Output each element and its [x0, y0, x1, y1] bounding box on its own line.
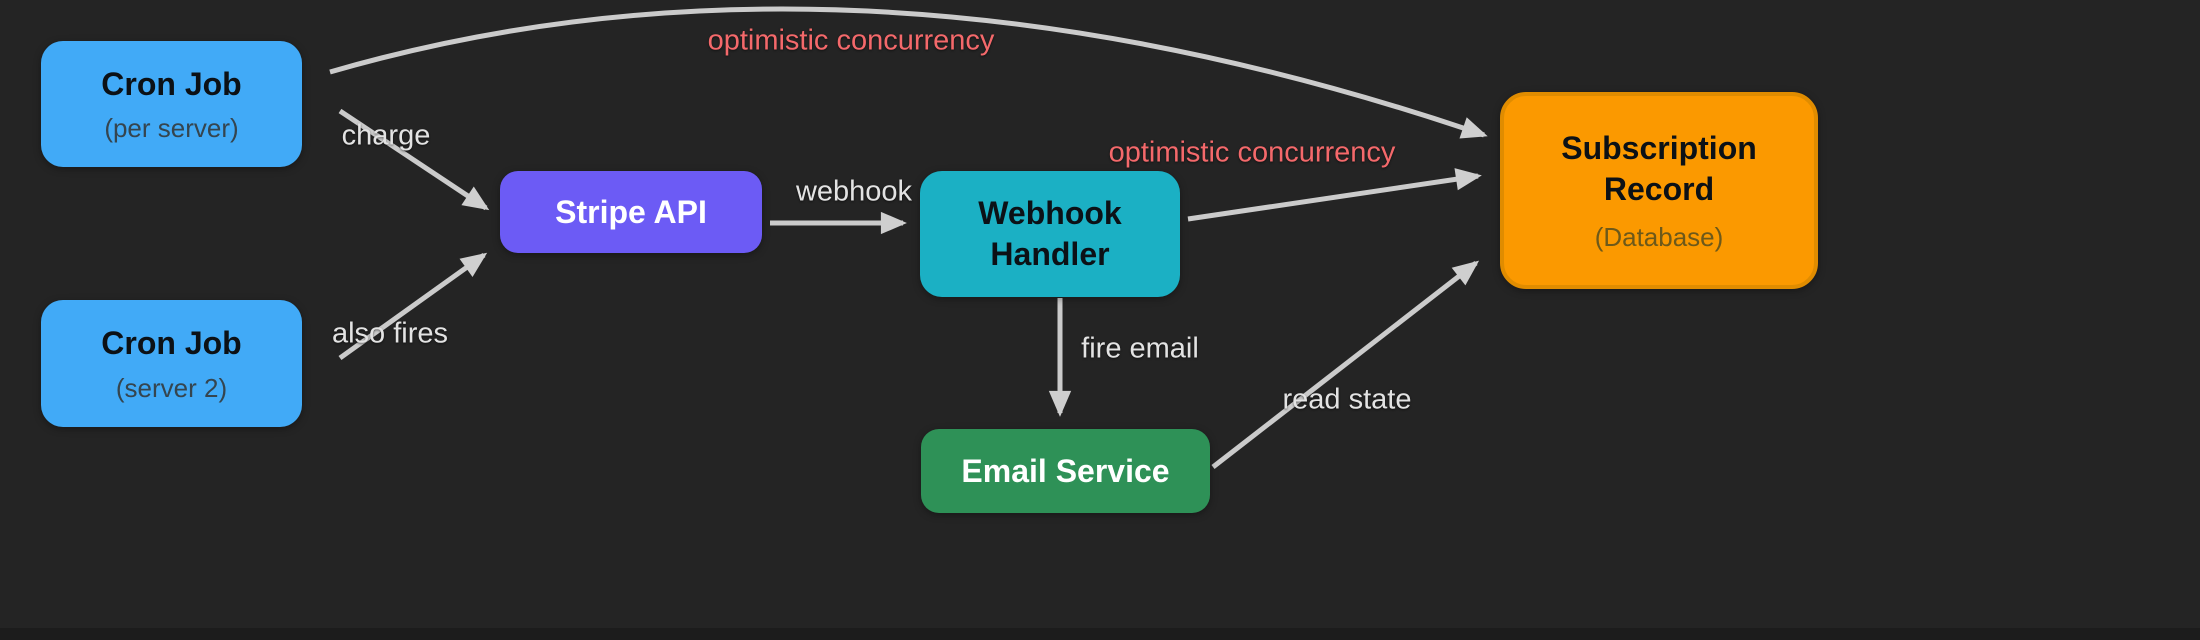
node-subscription-record[interactable]: Subscription Record (Database): [1500, 92, 1818, 289]
node-cron-job-server-2[interactable]: Cron Job (server 2): [41, 300, 302, 427]
node-subtitle: (server 2): [115, 372, 228, 403]
edge-email-to-subscription-read: [1211, 260, 1480, 469]
edge-webhook-to-subscription: [1187, 168, 1482, 222]
edge-cron1-to-subscription-arc: [329, 6, 1488, 139]
node-title: Subscription Record: [1561, 130, 1757, 207]
node-subtitle: (Database): [1594, 221, 1724, 252]
edge-label-read-state: read state: [1282, 383, 1412, 416]
edge-label-optimistic-concurrency-top: optimistic concurrency: [707, 24, 995, 57]
node-title: Cron Job: [101, 65, 242, 102]
edge-cron2-to-stripe-also-fires: [338, 252, 488, 361]
edge-label-also-fires: also fires: [331, 317, 449, 350]
node-title: Cron Job: [101, 325, 242, 362]
edge-cron1-to-stripe-charge: [338, 108, 490, 211]
node-title: Stripe API: [555, 193, 707, 230]
node-title: Email Service: [961, 452, 1170, 489]
node-stripe-api[interactable]: Stripe API: [500, 171, 762, 253]
edge-label-webhook: webhook: [795, 175, 913, 208]
edge-label-fire-email: fire email: [1081, 332, 1199, 365]
node-cron-job-per-server[interactable]: Cron Job (per server): [41, 41, 302, 167]
node-title: Webhook Handler: [978, 195, 1122, 272]
edge-label-optimistic-concurrency-mid: optimistic concurrency: [1108, 136, 1396, 169]
edge-label-charge: charge: [341, 119, 431, 152]
canvas-bottom-edge: [0, 628, 2200, 640]
node-subtitle: (per server): [104, 113, 239, 144]
node-email-service[interactable]: Email Service: [921, 429, 1210, 513]
node-webhook-handler[interactable]: Webhook Handler: [920, 171, 1180, 297]
